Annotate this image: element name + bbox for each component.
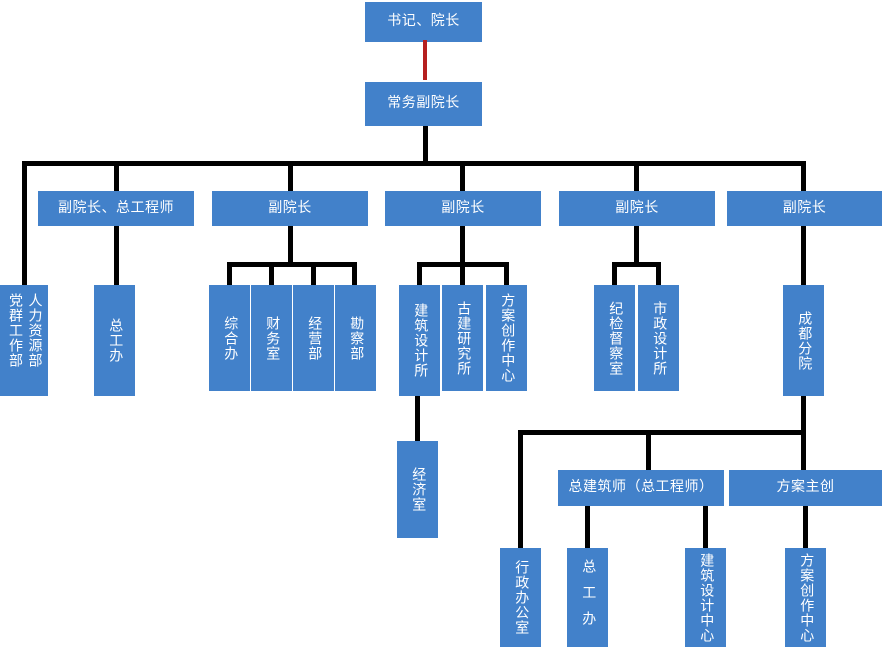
connector-bus-to-vp3 [460, 161, 465, 191]
node-cd-chief-eng-office-label: 总工办 [580, 558, 597, 637]
node-scheme-creation-center[interactable]: 方案创作中心 [486, 285, 527, 391]
connector-chengdu-to-admin-office [518, 430, 523, 548]
connector-vp3-to-ancient-arch-institute [460, 262, 465, 285]
node-cd-arch-design-center[interactable]: 建筑设计中心 [685, 548, 726, 647]
connector-chengdu-to-chief-architect [646, 430, 651, 470]
connector-bus-to-vp1 [114, 161, 119, 191]
connector-vp3-drop [460, 226, 465, 266]
node-admin-office[interactable]: 行政办公室 [500, 548, 541, 647]
connector-bus-to-vp5 [801, 161, 806, 191]
node-scheme-lead-label: 方案主创 [776, 479, 835, 496]
node-municipal-design-institute[interactable]: 市政设计所 [638, 285, 679, 391]
node-survey-dept[interactable]: 勘察部 [335, 285, 376, 391]
connector-chengdu-to-scheme-lead [801, 430, 806, 470]
node-vp1[interactable]: 副院长、总工程师 [38, 191, 194, 226]
node-survey-dept-label: 勘察部 [348, 315, 365, 361]
node-cd-scheme-creation-center[interactable]: 方案创作中心 [785, 548, 826, 647]
connector-chief-architect-to-cd-arch-design-center [703, 506, 708, 548]
node-chief-eng-office-label: 总工办 [107, 318, 124, 363]
connector-vp4-to-municipal-design-institute [656, 262, 661, 285]
connector-vp2-to-operations-dept [311, 262, 316, 285]
node-cd-arch-design-center-label: 建筑设计中心 [698, 552, 715, 643]
node-scheme-creation-center-label: 方案创作中心 [499, 293, 516, 383]
connector-chengdu-bus [518, 430, 806, 435]
connector-bus-to-vp2 [288, 161, 293, 191]
node-hr-dept-label-left: 党群工作部 [7, 293, 23, 368]
connector-vp2-bus [227, 262, 357, 267]
connector-vp2-to-finance-office [269, 262, 274, 285]
connector-bus-to-vp4 [634, 161, 639, 191]
node-hr-dept[interactable]: 党群工作部 人力资源部 [0, 285, 48, 396]
node-root[interactable]: 书记、院长 [365, 2, 482, 42]
node-operations-dept-label: 经营部 [306, 315, 323, 361]
node-economics-office[interactable]: 经济室 [397, 441, 438, 538]
connector-vp3-to-scheme-creation-center [504, 262, 509, 285]
node-cd-scheme-creation-center-label: 方案创作中心 [798, 552, 815, 643]
connector-exec-vp-drop [423, 126, 428, 166]
node-exec-vp[interactable]: 常务副院长 [365, 82, 482, 126]
node-municipal-design-institute-label: 市政设计所 [651, 300, 668, 376]
connector-vp5-to-chengdu-branch [801, 226, 806, 285]
node-vp5[interactable]: 副院长 [727, 191, 882, 226]
connector-vp2-to-general-office [227, 262, 232, 285]
node-general-office-label: 综合办 [222, 315, 239, 361]
node-finance-office[interactable]: 财务室 [251, 285, 292, 391]
node-scheme-lead[interactable]: 方案主创 [729, 470, 882, 506]
connector-vp3-to-arch-design-institute [417, 262, 422, 285]
node-general-office[interactable]: 综合办 [209, 285, 250, 391]
connector-vp4-bus [612, 262, 661, 267]
node-root-label: 书记、院长 [387, 13, 460, 30]
connector-arch-design-to-economics-office [415, 396, 420, 441]
node-vp4-label: 副院长 [615, 199, 659, 216]
node-chengdu-branch[interactable]: 成都分院 [783, 285, 824, 396]
node-arch-design-institute-label: 建筑设计所 [412, 303, 429, 378]
connector-vp-bus [22, 161, 806, 166]
connector-chengdu-drop [801, 396, 806, 434]
connector-hr-spine [22, 161, 27, 285]
node-exec-vp-label: 常务副院长 [387, 95, 460, 112]
node-admin-office-label: 行政办公室 [513, 560, 530, 635]
connector-vp2-drop [288, 226, 293, 266]
node-ancient-arch-institute-label: 古建研究所 [455, 300, 472, 376]
node-ancient-arch-institute[interactable]: 古建研究所 [442, 285, 483, 391]
node-finance-office-label: 财务室 [264, 315, 281, 361]
node-vp5-label: 副院长 [782, 199, 827, 216]
node-vp2-label: 副院长 [268, 199, 312, 216]
connector-scheme-lead-to-cd-scheme-creation-center [803, 506, 808, 548]
connector-vp2-to-survey-dept [352, 262, 357, 285]
node-economics-office-label: 经济室 [410, 467, 427, 512]
connector-vp4-to-discipline-office [612, 262, 617, 285]
node-discipline-office[interactable]: 纪检督察室 [594, 285, 635, 391]
node-arch-design-institute[interactable]: 建筑设计所 [399, 285, 440, 396]
node-chief-eng-office[interactable]: 总工办 [94, 285, 135, 396]
node-chief-architect[interactable]: 总建筑师（总工程师） [558, 470, 724, 506]
node-vp3[interactable]: 副院长 [385, 191, 541, 226]
node-vp4[interactable]: 副院长 [559, 191, 715, 226]
node-vp2[interactable]: 副院长 [212, 191, 368, 226]
node-vp1-label: 副院长、总工程师 [58, 199, 174, 216]
node-hr-dept-label-right: 人力资源部 [26, 293, 43, 368]
node-operations-dept[interactable]: 经营部 [293, 285, 334, 391]
node-vp3-label: 副院长 [441, 199, 485, 216]
connector-vp1-to-chief-eng-office [114, 226, 119, 285]
node-chengdu-branch-label: 成都分院 [796, 310, 813, 371]
connector-chief-architect-to-cd-chief-eng-office [585, 506, 590, 548]
connector-vp4-drop [634, 226, 639, 266]
node-chief-architect-label: 总建筑师（总工程师） [568, 479, 714, 496]
connector-root-to-exec-vp [423, 40, 427, 80]
node-discipline-office-label: 纪检督察室 [607, 300, 624, 376]
node-cd-chief-eng-office[interactable]: 总工办 [567, 548, 608, 647]
